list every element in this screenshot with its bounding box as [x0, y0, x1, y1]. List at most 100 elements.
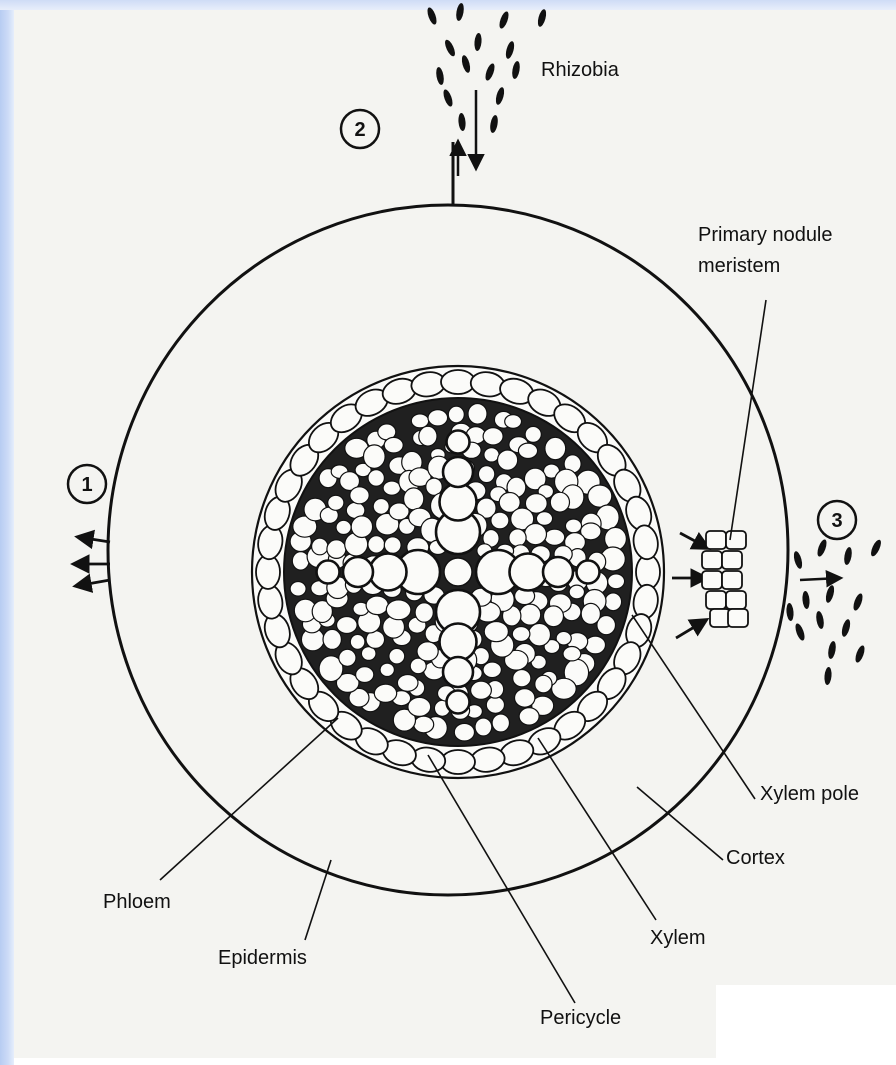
- label-phloem: Phloem: [103, 891, 171, 913]
- stele-cell: [544, 606, 564, 627]
- stele-cell: [366, 596, 388, 615]
- endodermis-cell: [441, 370, 475, 394]
- leader-primary-nodule: [730, 300, 766, 540]
- stele-cell: [356, 667, 374, 683]
- stele-cell: [512, 627, 530, 642]
- rhizobium: [426, 6, 439, 25]
- rhizobium: [458, 113, 467, 132]
- label-rhizobia: Rhizobia: [541, 59, 620, 81]
- rhizobium: [794, 622, 807, 641]
- meristem-cell: [726, 591, 746, 609]
- stele-cell: [505, 415, 522, 429]
- stele-cell: [290, 582, 306, 597]
- stele-cell: [483, 428, 503, 445]
- stele-cell: [415, 603, 433, 622]
- xylem-vessel: [443, 457, 473, 487]
- stele-cell: [292, 552, 309, 570]
- stele-cell: [550, 492, 569, 512]
- stele-cell: [585, 636, 605, 654]
- xylem-vessel: [577, 561, 600, 584]
- meristem-cell: [702, 571, 722, 589]
- stele-cell: [411, 414, 428, 428]
- stele-cell: [414, 716, 434, 733]
- stele-cell: [312, 538, 328, 555]
- stele-cell: [605, 593, 622, 611]
- step-3-number: 3: [831, 510, 842, 532]
- stele-cell: [386, 600, 411, 620]
- rhizobium: [489, 115, 499, 134]
- stele-cell: [525, 524, 547, 545]
- stele-cell: [536, 512, 552, 526]
- stele-cell: [484, 622, 508, 642]
- stele-cell: [519, 708, 539, 725]
- stele-cell: [328, 495, 344, 510]
- meristem-cell-column: [702, 531, 748, 627]
- stele-cell: [475, 718, 492, 736]
- xylem-vessel: [343, 557, 373, 587]
- label-xylem: Xylem: [650, 927, 706, 949]
- stele-cell: [491, 512, 509, 529]
- inward-arrow-3: [676, 620, 706, 638]
- stele-cell: [373, 499, 389, 515]
- rhizobium: [824, 584, 835, 603]
- rhizobium: [474, 33, 483, 52]
- step-1-number: 1: [81, 474, 92, 496]
- stele-cell: [397, 675, 418, 692]
- xylem-vessel: [370, 554, 407, 591]
- rhizobium: [536, 8, 547, 27]
- stele-cell: [350, 487, 369, 504]
- step-3-group: 3: [786, 501, 883, 685]
- meristem-cell: [722, 571, 742, 589]
- stele-cell: [351, 516, 372, 538]
- xylem-vessel: [543, 557, 573, 587]
- stele-cell: [545, 437, 566, 459]
- stele-cell: [608, 574, 625, 589]
- stele-cell: [368, 536, 385, 553]
- stele-cell: [448, 406, 464, 423]
- meristem-cell: [722, 551, 742, 569]
- stele-cell: [525, 426, 541, 442]
- rhizobium: [802, 591, 811, 610]
- center-cell: [444, 558, 472, 586]
- arrow-left-3: [76, 580, 110, 586]
- stele-cell: [492, 714, 509, 732]
- stele-cell: [471, 681, 492, 699]
- rhizobium: [843, 547, 853, 566]
- label-epidermis: Epidermis: [218, 947, 307, 969]
- stele-cell: [509, 529, 526, 547]
- leader-xylem-pole: [632, 615, 755, 799]
- label-primary-nodule: Primary nodule: [698, 224, 833, 246]
- meristem-cell: [728, 609, 748, 627]
- rhizobium: [494, 86, 505, 105]
- rhizobium: [840, 618, 851, 637]
- meristem-cell: [702, 551, 722, 569]
- endodermis-cell: [256, 555, 280, 589]
- endodermis-cell: [636, 555, 660, 589]
- stele-cell: [337, 617, 358, 634]
- stele-cell: [520, 604, 541, 625]
- rhizobium: [792, 550, 803, 569]
- rhizobium: [511, 61, 521, 80]
- label-meristem: meristem: [698, 255, 780, 277]
- step-1-group: 1: [68, 465, 110, 586]
- stele-cell: [384, 537, 401, 554]
- stele-cell: [545, 529, 565, 545]
- stele-cell: [588, 485, 612, 507]
- arrow-left-1: [78, 537, 110, 542]
- stele-cell: [350, 634, 365, 649]
- leader-xylem: [538, 738, 656, 920]
- xylem-vessel: [440, 484, 477, 521]
- stele-cell: [565, 519, 581, 533]
- rhizobium: [815, 611, 825, 630]
- stele-cell: [417, 642, 438, 661]
- step-2-group: 2: [341, 3, 548, 204]
- stele-cell: [339, 649, 356, 666]
- stele-cell: [535, 675, 552, 693]
- stele-cell: [498, 450, 518, 470]
- meristem-cell: [706, 531, 726, 549]
- stele-cell: [581, 603, 600, 624]
- rhizobium: [484, 62, 497, 81]
- rhizobia-cluster-right: [786, 538, 883, 685]
- stele-cell: [518, 443, 537, 458]
